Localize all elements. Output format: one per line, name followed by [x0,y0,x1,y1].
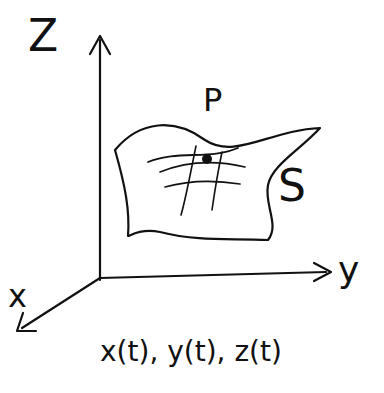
z-axis [99,40,101,280]
y-arrowhead [314,263,331,281]
curve-on-surface [148,148,238,162]
y-axis [100,272,326,278]
x-axis [22,278,100,328]
axis-label: Z [28,14,58,58]
x-arrowhead [17,313,36,331]
point-dot [202,154,212,164]
point-label: P [203,84,222,116]
z-arrowhead [90,36,110,54]
axis-label: x [8,280,27,312]
surface-label: S [278,164,306,208]
axis-label: y [338,252,359,288]
parametric-label: x(t), y(t), z(t) [100,338,282,366]
surface-outline [115,125,320,240]
